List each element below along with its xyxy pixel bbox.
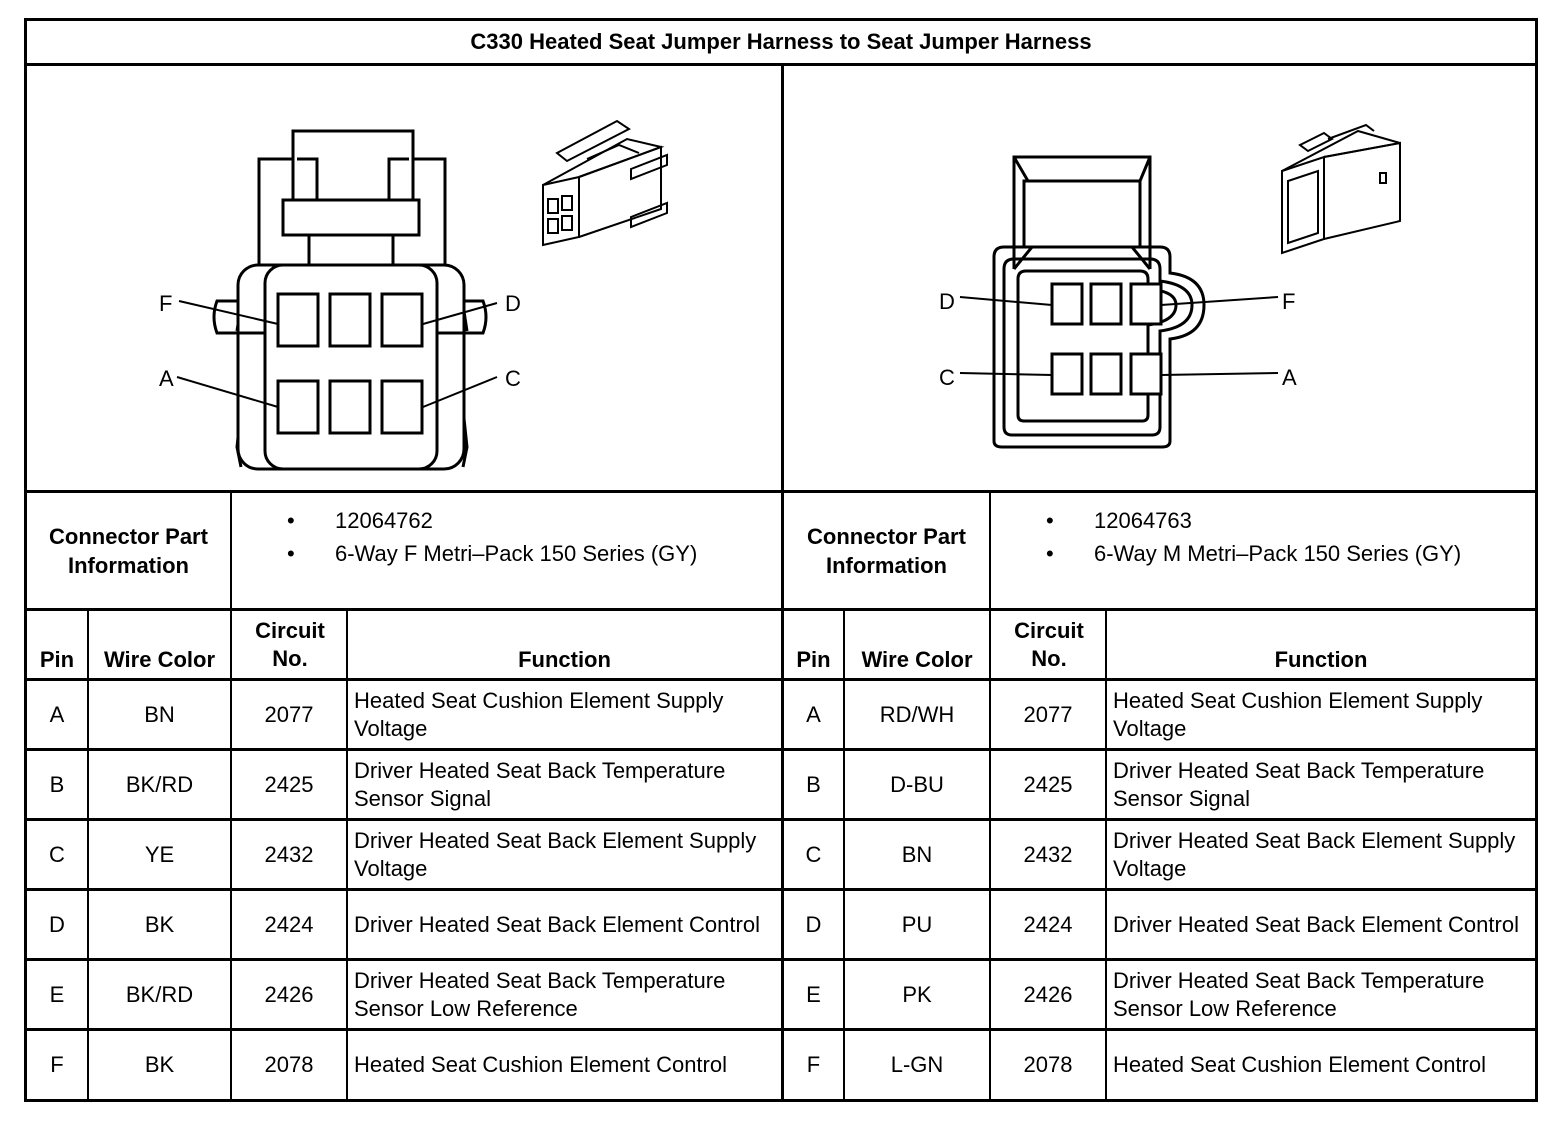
divider <box>346 611 348 1102</box>
divider <box>989 493 991 608</box>
column-header-wire-color: Wire Color <box>861 647 973 672</box>
right-row-wire-color: PU <box>901 911 933 937</box>
right-row-pin: E <box>806 981 821 1007</box>
right-part-info: •12064763 •6-Way M Metri–Pack 150 Series… <box>1044 504 1461 570</box>
divider-header <box>27 678 1535 681</box>
left-row-function: Driver Heated Seat Back Temperature Sens… <box>354 967 726 1021</box>
right-row-function: Driver Heated Seat Back Temperature Sens… <box>1113 757 1485 811</box>
right-row-wire-color: RD/WH <box>879 701 955 727</box>
part-description: 6-Way M Metri–Pack 150 Series (GY) <box>1094 541 1462 566</box>
pin-label-c: C <box>939 365 955 390</box>
right-row-function: Driver Heated Seat Back Temperature Sens… <box>1113 967 1485 1021</box>
left-row-wire-color: BN <box>144 701 175 727</box>
right-row-wire-color: BN <box>901 841 933 867</box>
left-row-pin: E <box>49 981 65 1007</box>
pin-label-a: A <box>1282 365 1297 390</box>
left-row-wire-color: BK/RD <box>125 771 194 797</box>
right-row-function: Driver Heated Seat Back Element Control <box>1113 911 1519 937</box>
connector-sheet: C330 Heated Seat Jumper Harness to Seat … <box>24 18 1538 1102</box>
right-row-function: Heated Seat Cushion Element Control <box>1113 1051 1486 1077</box>
left-row-function: Driver Heated Seat Back Temperature Sens… <box>354 757 726 811</box>
pin-label-d: D <box>939 289 955 314</box>
column-header-circuit: Circuit No. <box>1014 617 1084 671</box>
part-description: 6-Way F Metri–Pack 150 Series (GY) <box>335 541 698 566</box>
right-row-function: Driver Heated Seat Back Element Supply V… <box>1113 827 1516 881</box>
right-row-function: Heated Seat Cushion Element Supply Volta… <box>1113 687 1483 741</box>
divider <box>230 493 232 608</box>
pin-label-f: F <box>159 291 172 316</box>
column-header-pin: Pin <box>39 647 75 672</box>
column-header-function: Function <box>1274 647 1368 672</box>
connector-part-info-label: Connector Part Information <box>807 523 966 578</box>
left-row-pin: D <box>49 911 65 937</box>
pin-label-d: D <box>505 291 521 316</box>
right-row-circuit: 2426 <box>1023 981 1073 1007</box>
right-row-pin: F <box>806 1051 821 1077</box>
divider-row <box>27 888 1535 891</box>
pin-label-c: C <box>505 366 521 391</box>
divider <box>989 611 991 1102</box>
left-row-function: Driver Heated Seat Back Element Supply V… <box>354 827 757 881</box>
right-row-pin: C <box>805 841 822 867</box>
left-row-circuit: 2426 <box>264 981 314 1007</box>
right-row-wire-color: PK <box>902 981 932 1007</box>
part-number: 12064763 <box>1094 508 1192 533</box>
female-connector-diagram: F D A C <box>159 119 668 471</box>
male-connector-iso-icon <box>1281 123 1401 255</box>
female-connector-iso-icon <box>542 119 668 247</box>
right-row-circuit: 2078 <box>1023 1051 1073 1077</box>
left-row-circuit: 2425 <box>264 771 314 797</box>
right-row-circuit: 2425 <box>1023 771 1073 797</box>
column-header-function: Function <box>518 647 611 672</box>
divider-diagram <box>27 490 1535 493</box>
left-row-circuit: 2424 <box>264 911 314 937</box>
right-row-pin: D <box>805 911 822 937</box>
divider-row <box>27 958 1535 961</box>
left-row-function: Heated Seat Cushion Element Supply Volta… <box>354 687 724 741</box>
divider <box>1105 611 1107 1102</box>
left-row-wire-color: BK <box>144 1051 175 1077</box>
left-row-pin: B <box>49 771 65 797</box>
male-connector-diagram: D F C A <box>939 123 1401 449</box>
divider <box>843 611 845 1102</box>
left-row-pin: C <box>49 841 65 867</box>
divider-part-info <box>27 608 1535 611</box>
right-row-pin: A <box>806 701 821 727</box>
divider-row <box>27 1028 1535 1031</box>
right-row-wire-color: L-GN <box>890 1051 944 1077</box>
left-row-circuit: 2077 <box>264 701 314 727</box>
divider <box>230 611 232 1102</box>
part-number: 12064762 <box>335 508 433 533</box>
left-row-circuit: 2432 <box>264 841 314 867</box>
left-part-info: •12064762 •6-Way F Metri–Pack 150 Series… <box>285 504 697 570</box>
left-row-wire-color: BK <box>144 911 175 937</box>
left-row-pin: F <box>50 1051 64 1077</box>
pin-label-f: F <box>1282 289 1295 314</box>
pin-label-a: A <box>159 366 174 391</box>
divider-row <box>27 818 1535 821</box>
page-title: C330 Heated Seat Jumper Harness to Seat … <box>27 21 1535 66</box>
left-row-pin: A <box>49 701 65 727</box>
left-row-wire-color: BK/RD <box>125 981 194 1007</box>
right-row-circuit: 2424 <box>1023 911 1073 937</box>
connector-part-info-label: Connector Part Information <box>49 523 208 578</box>
left-row-function: Driver Heated Seat Back Element Control <box>354 911 760 937</box>
right-row-circuit: 2077 <box>1023 701 1073 727</box>
left-row-circuit: 2078 <box>264 1051 314 1077</box>
right-row-wire-color: D-BU <box>890 771 944 797</box>
left-row-function: Heated Seat Cushion Element Control <box>354 1051 727 1077</box>
right-row-pin: B <box>806 771 821 797</box>
column-header-pin: Pin <box>796 647 831 672</box>
left-row-wire-color: YE <box>144 841 175 867</box>
right-row-circuit: 2432 <box>1023 841 1073 867</box>
column-header-wire-color: Wire Color <box>103 647 216 672</box>
divider-row <box>27 748 1535 751</box>
column-header-circuit: Circuit No. <box>255 617 325 671</box>
center-divider <box>781 66 784 1102</box>
divider <box>87 611 89 1102</box>
